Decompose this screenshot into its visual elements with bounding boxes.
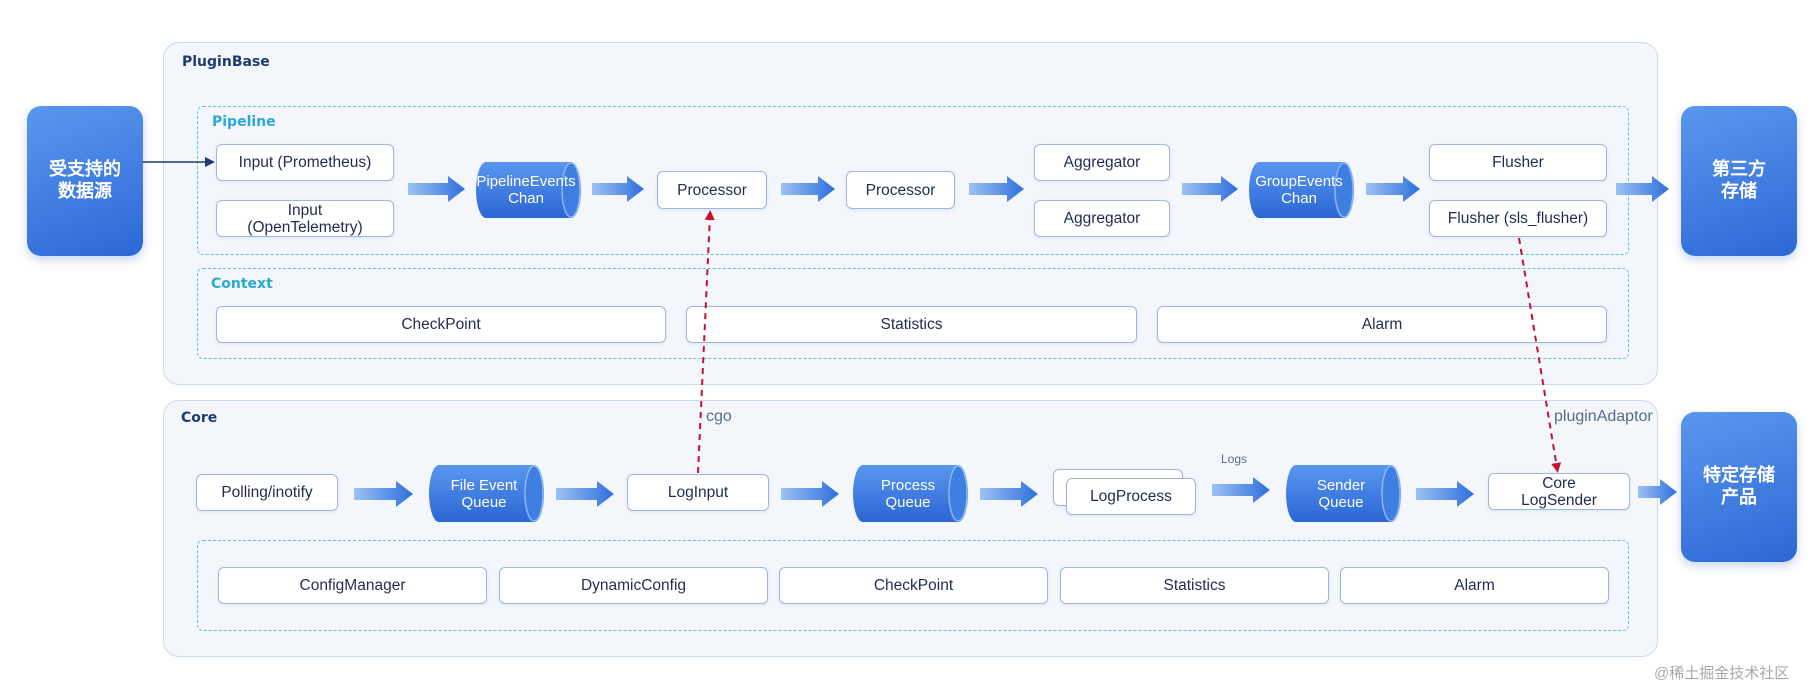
processor-2-box: Processor [846, 171, 955, 209]
input-prometheus-box: Input (Prometheus) [216, 144, 394, 181]
cgo-label: cgo [706, 408, 732, 425]
file-event-queue-cylinder-icon [429, 465, 544, 522]
aggregator-1-box: Aggregator [1034, 144, 1170, 181]
context-region [197, 268, 1629, 359]
core-statistics-box: Statistics [1060, 567, 1329, 604]
context-checkpoint-box: CheckPoint [216, 306, 666, 343]
flow-arrow-icon [1616, 176, 1669, 202]
watermark: @稀土掘金技术社区 [1654, 665, 1790, 682]
flow-arrow-icon [980, 481, 1038, 507]
flow-arrow-icon [781, 176, 835, 202]
processor-1-box: Processor [657, 171, 767, 209]
logs-label: Logs [1221, 452, 1248, 466]
context-title: Context [211, 276, 273, 292]
core-configmanager-box: ConfigManager [218, 567, 487, 604]
flusher-sls-box: Flusher (sls_flusher) [1429, 200, 1607, 237]
core-alarm-box: Alarm [1340, 567, 1609, 604]
file-event-queue-label: File Event Queue [450, 476, 518, 511]
flusher-box: Flusher [1429, 144, 1607, 181]
pipeline-events-chan-label: PipelineEvents Chan [476, 173, 576, 207]
core-dynamicconfig-box: DynamicConfig [499, 567, 768, 604]
flow-arrow-icon [408, 176, 465, 202]
core-title: Core [181, 410, 218, 426]
loginput-box: LogInput [627, 474, 769, 511]
cgo-link-arrow [697, 210, 715, 474]
flow-arrow-icon [1212, 477, 1270, 503]
process-queue-cylinder-icon [853, 465, 968, 522]
context-statistics-box: Statistics [686, 306, 1137, 343]
process-queue: Process Queue [853, 465, 968, 522]
pipeline-events-chan-cylinder-icon [476, 162, 581, 218]
pipeline-events-chan: PipelineEvents Chan [476, 162, 581, 218]
pluginbase-title: PluginBase [182, 54, 270, 70]
sender-queue: Sender Queue [1286, 465, 1401, 522]
flow-arrow-icon [1366, 176, 1420, 202]
flow-arrow-icon [1416, 481, 1474, 507]
core-checkpoint-box: CheckPoint [779, 567, 1048, 604]
input-opentelemetry-box: Input (OpenTelemetry) [216, 200, 394, 237]
core-logsender-box: Core LogSender [1488, 473, 1630, 510]
logprocess-box: LogProcess [1066, 478, 1196, 515]
context-alarm-box: Alarm [1157, 306, 1607, 343]
flow-arrow-icon [1638, 479, 1677, 505]
core-components-region [197, 540, 1629, 631]
pipeline-region [197, 106, 1629, 255]
aggregator-2-box: Aggregator [1034, 200, 1170, 237]
group-events-chan: GroupEvents Chan [1249, 162, 1354, 218]
file-event-queue: File Event Queue [429, 465, 544, 522]
flow-arrow-icon [969, 176, 1024, 202]
process-queue-label: Process Queue [880, 476, 936, 511]
third-party-storage-box: 第三方 存储 [1681, 106, 1797, 256]
flow-arrow-icon [556, 481, 614, 507]
flow-arrow-icon [781, 481, 839, 507]
specific-storage-product-box: 特定存储 产品 [1681, 412, 1797, 562]
polling-inotify-box: Polling/inotify [196, 474, 338, 511]
flow-arrow-icon [354, 481, 413, 507]
pipeline-title: Pipeline [212, 114, 276, 130]
group-events-chan-cylinder-icon [1249, 162, 1354, 218]
sender-queue-cylinder-icon [1286, 465, 1401, 522]
supported-data-sources-box: 受支持的 数据源 [27, 106, 143, 256]
group-events-chan-label: GroupEvents Chan [1255, 173, 1343, 207]
flow-arrow-icon [592, 176, 644, 202]
plugin-adaptor-link-arrow [1518, 237, 1562, 473]
sender-queue-label: Sender Queue [1316, 476, 1366, 511]
core-panel [163, 400, 1658, 657]
flow-arrow-icon [1182, 176, 1238, 202]
plugin-adaptor-label: pluginAdaptor [1554, 408, 1653, 425]
